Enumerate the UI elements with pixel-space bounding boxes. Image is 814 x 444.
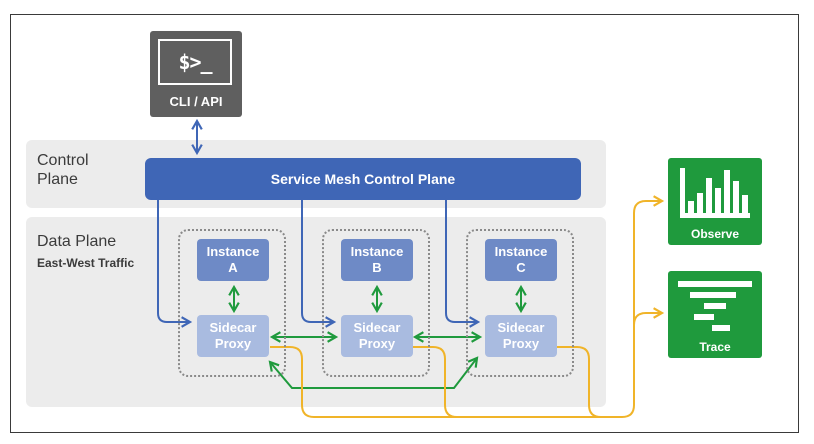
sidecar-proxy-c: Sidecar Proxy [485,315,557,357]
cli-api-box: $>_ CLI / API [150,31,242,117]
control-plane-bar: Service Mesh Control Plane [145,158,581,200]
terminal-icon: $>_ [158,39,232,85]
telemetry-proxy-a [270,195,665,418]
trace-label: Trace [699,340,731,354]
data-plane-label: Data Plane [37,233,117,250]
sidecar-proxy-b: Sidecar Proxy [341,315,413,357]
control-plane-label: Control Plane [37,152,89,188]
control-to-proxy-a [157,200,193,328]
trace-tool: Trace [668,271,762,358]
observe-tool: Observe [668,158,762,245]
telemetry-to-trace [633,307,665,330]
instance-a: Instance A [197,239,269,281]
service-pod-b [322,229,430,377]
east-west-traffic-label: East-West Traffic [37,256,135,270]
bar-chart-icon [680,168,750,218]
telemetry-proxy-b [413,346,458,418]
service-pod-a [178,229,286,377]
control-to-proxy-b [301,200,337,328]
instance-b: Instance B [341,239,413,281]
cli-api-label: CLI / API [169,94,223,109]
observe-label: Observe [690,227,740,241]
telemetry-proxy-c [557,346,602,418]
sidecar-proxy-a: Sidecar Proxy [197,315,269,357]
trace-waterfall-icon [678,281,752,331]
control-to-proxy-c [445,200,481,328]
service-pod-c [466,229,574,377]
instance-c: Instance C [485,239,557,281]
